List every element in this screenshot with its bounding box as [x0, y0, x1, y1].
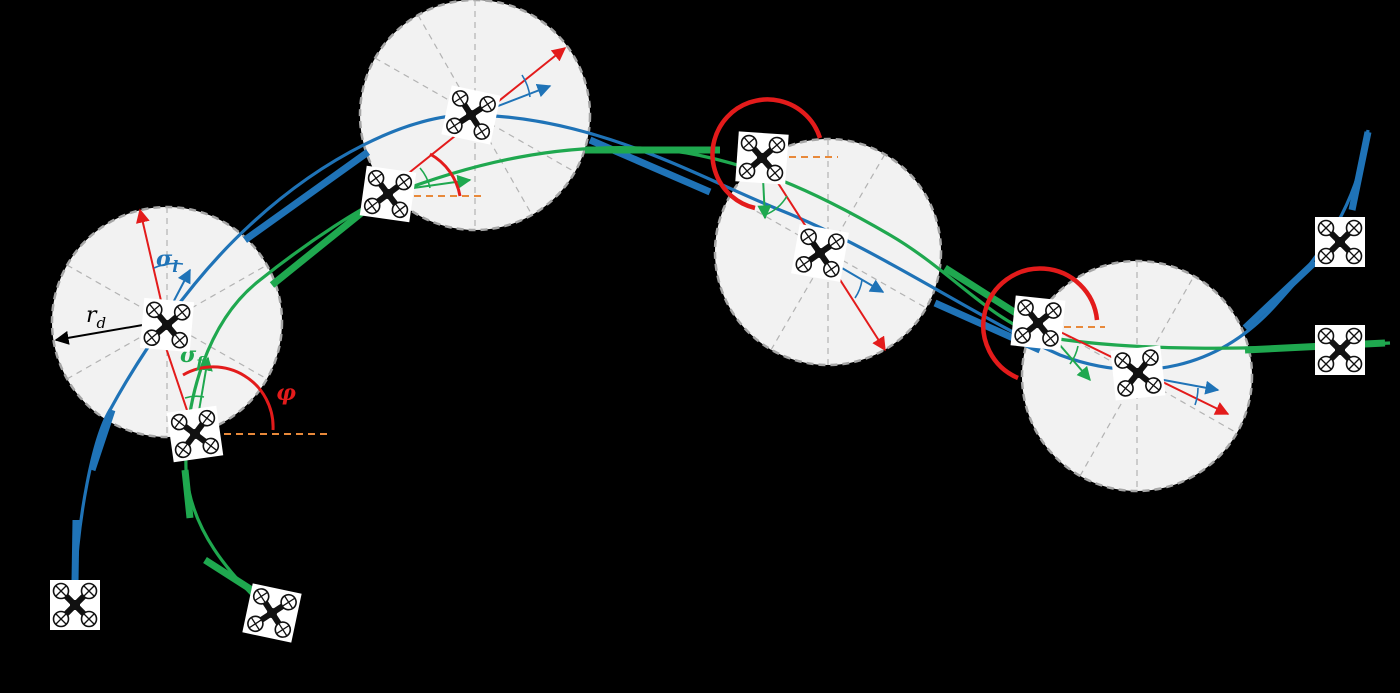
- leader-path: [71, 113, 1372, 586]
- leader-drone-4: [1111, 346, 1166, 401]
- heading-angle-label: φ: [276, 380, 296, 406]
- follower-drone-end: [1315, 325, 1365, 375]
- leader-drone-start: [50, 580, 100, 630]
- follower-angle-arcs: [184, 167, 1079, 399]
- leader-drone-end: [1315, 217, 1365, 267]
- follower-drone-start: [242, 583, 301, 642]
- reference-lines: [200, 156, 1105, 435]
- leader-angle-arcs: [153, 74, 1199, 406]
- heading-angle-arcs: [182, 97, 1100, 431]
- sigma-leader-label: σl: [156, 246, 178, 276]
- follower-drone-2: [360, 166, 416, 222]
- follower-drone-3: [735, 131, 788, 184]
- leader-drone-1: [140, 298, 194, 352]
- leader-drone-2: [441, 85, 500, 144]
- radius-label: rd: [86, 303, 106, 332]
- leader-drone-3: [791, 224, 849, 282]
- follower-velocity-vectors: [194, 157, 1091, 435]
- follower-drone-4: [1011, 296, 1066, 351]
- follower-drone-1: [167, 406, 223, 462]
